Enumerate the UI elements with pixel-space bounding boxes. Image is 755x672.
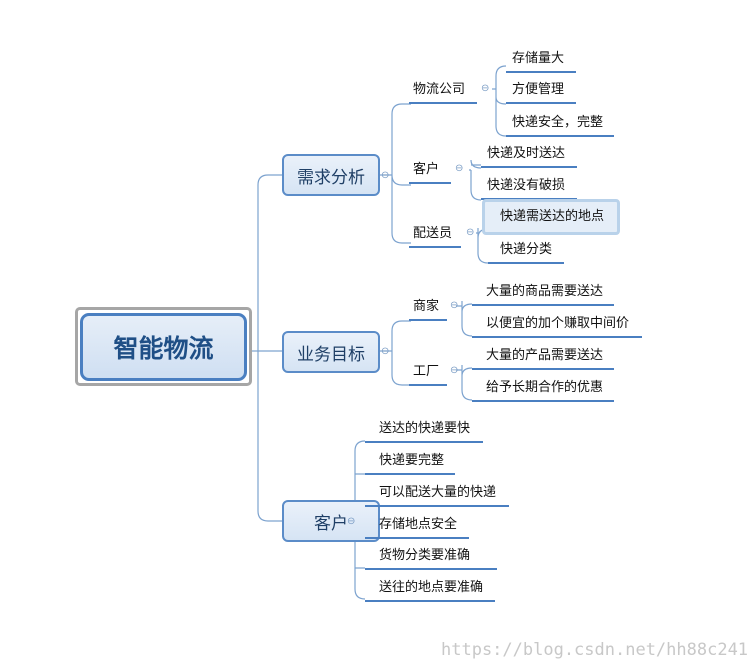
collapse-toggle-icon[interactable]: ⊖ [381,170,390,181]
leaf-underline [481,166,577,168]
leaf-underline [365,568,497,570]
main-topic-business-goals[interactable]: 业务目标 [282,331,380,373]
leaf-underline [472,400,614,402]
connector-client-children [469,159,482,201]
collapse-toggle-icon[interactable]: ⊖ [450,365,459,376]
subtopic-courier[interactable]: 配送员 [413,226,453,241]
root-topic[interactable]: 智能物流 [80,313,247,381]
connector-needs-bracket [379,103,411,244]
subtopic-underline [409,246,461,248]
leaf-underline [365,537,469,539]
leaf-underline [506,102,576,104]
leaf-underline [365,600,495,602]
leaf-underline [488,262,564,264]
subtopic-factory[interactable]: 工厂 [413,364,440,379]
subtopic-underline [409,102,477,104]
leaf-underline [365,505,509,507]
connector-goals-bracket [379,320,411,386]
collapse-toggle-icon[interactable]: ⊖ [381,346,390,357]
subtopic-underline [409,182,451,184]
leaf-item[interactable]: 快递及时送达 [487,146,566,161]
leaf-underline [472,304,614,306]
main-topic-customer[interactable]: 客户 [282,500,380,542]
leaf-item[interactable]: 大量的产品需要送达 [486,348,604,363]
watermark-text: https://blog.csdn.net/hh88c241 [441,640,749,660]
connector-factory-children [456,365,473,401]
leaf-item[interactable]: 可以配送大量的快递 [379,485,497,500]
leaf-item[interactable]: 以便宜的加个赚取中间价 [486,316,630,331]
leaf-item[interactable]: 快递要完整 [379,453,445,468]
subtopic-merchant[interactable]: 商家 [413,299,440,314]
connector-root-needs [257,174,283,351]
leaf-item[interactable]: 存储地点安全 [379,517,458,532]
leaf-underline [365,441,483,443]
leaf-underline [365,473,455,475]
leaf-item[interactable]: 送达的快递要快 [379,421,471,436]
leaf-item[interactable]: 货物分类要准确 [379,548,471,563]
connector-logistics-children [492,65,507,137]
main-topic-needs-analysis[interactable]: 需求分析 [282,154,380,196]
leaf-item[interactable]: 存储量大 [512,51,565,66]
selected-topic-highlight [482,199,620,235]
collapse-toggle-icon[interactable]: ⊖ [455,163,464,174]
leaf-underline [472,368,614,370]
leaf-item[interactable]: 快递安全，完整 [512,115,604,130]
leaf-underline [472,336,642,338]
subtopic-underline [409,319,447,321]
subtopic-logistics-company[interactable]: 物流公司 [413,82,466,97]
leaf-item[interactable]: 送往的地点要准确 [379,580,484,595]
leaf-item[interactable]: 快递分类 [500,242,553,257]
leaf-underline [506,71,576,73]
collapse-toggle-icon[interactable]: ⊖ [481,83,490,94]
subtopic-underline [409,384,447,386]
leaf-item-selected[interactable]: 快递需送达的地点 [500,209,605,224]
subtopic-client[interactable]: 客户 [413,162,440,177]
leaf-underline [506,135,614,137]
connector-root-customer [257,351,283,522]
collapse-toggle-icon[interactable]: ⊖ [450,300,459,311]
collapse-toggle-icon[interactable]: ⊖ [347,516,356,527]
leaf-item[interactable]: 方便管理 [512,82,565,97]
connector-merchant-children [456,301,473,337]
leaf-item[interactable]: 给予长期合作的优惠 [486,380,604,395]
collapse-toggle-icon[interactable]: ⊖ [466,227,475,238]
leaf-item[interactable]: 大量的商品需要送达 [486,284,604,299]
leaf-item[interactable]: 快递没有破损 [487,178,566,193]
